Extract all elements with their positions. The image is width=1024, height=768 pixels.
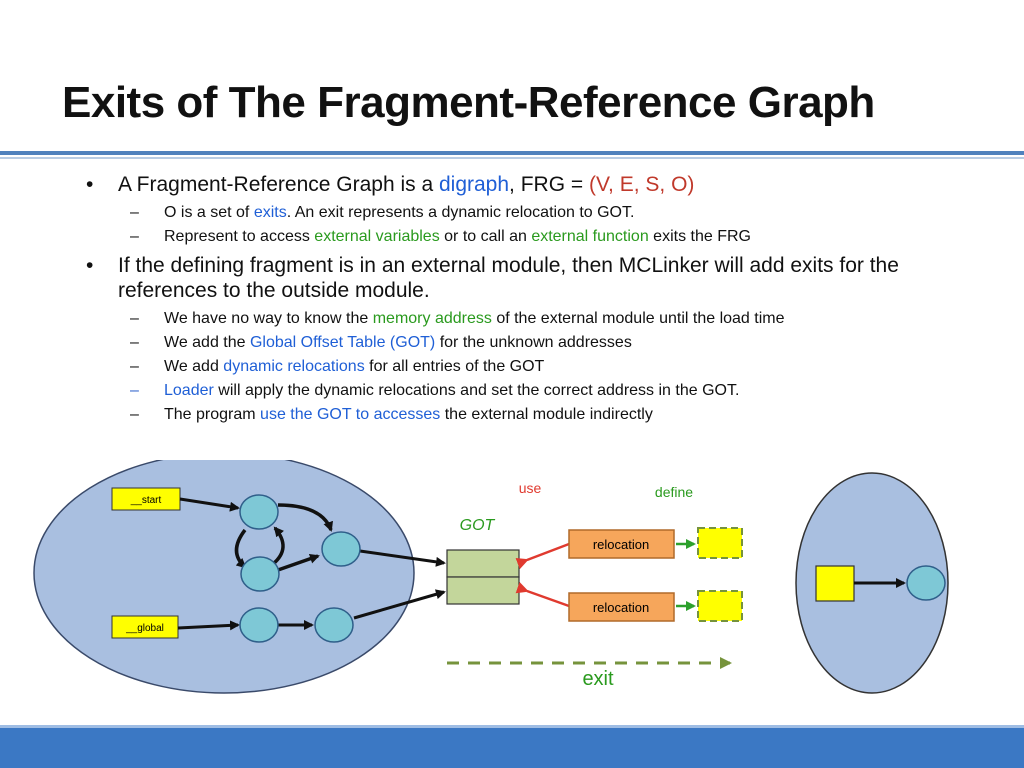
fragment-node <box>239 494 279 530</box>
frg-diagram: __start __global GOT use define relocati… <box>33 460 949 694</box>
sub-bullet-dynamic-relocations: We add dynamic relocations for all entri… <box>86 355 986 379</box>
use-arrow-2 <box>515 581 570 608</box>
global-symbol-label: __global <box>125 623 164 634</box>
edge-to-got-bottom <box>353 589 446 620</box>
edge-start-to-node <box>179 497 240 512</box>
term-got: Global Offset Table (GOT) <box>249 334 436 351</box>
term-external-function: external function <box>531 228 649 245</box>
term-dynamic-relocations: dynamic relocations <box>223 358 365 375</box>
slide-title: Exits of The Fragment-Reference Graph <box>62 78 875 127</box>
term-loader: Loader <box>164 382 214 399</box>
external-symbol-placeholder-2 <box>697 590 743 622</box>
use-arrow-1 <box>515 542 570 570</box>
sub-bullet-got: We add the Global Offset Table (GOT) for… <box>86 331 986 355</box>
edge-cycle-right <box>271 526 285 566</box>
bullet-frg-definition: A Fragment-Reference Graph is a digraph,… <box>86 172 986 197</box>
term-exits: exits <box>253 204 287 221</box>
bullet-external-module: If the defining fragment is in an extern… <box>86 253 986 303</box>
sub-bullet-memory-address: We have no way to know the memory addres… <box>86 307 986 331</box>
sub-bullet-use-got: The program use the GOT to accesses the … <box>86 403 986 427</box>
edge-global-to-node <box>177 620 240 631</box>
relocation-label-1: relocation <box>593 537 649 552</box>
term-frg-tuple: (V, E, S, O) <box>588 173 695 196</box>
relocation-box-2 <box>568 592 675 622</box>
fragment-node <box>239 607 279 643</box>
title-rule-secondary <box>0 157 1024 159</box>
relocation-box-1 <box>568 529 675 559</box>
term-digraph: digraph <box>438 173 510 196</box>
edge-to-got-top <box>359 549 446 567</box>
fragment-node <box>314 607 354 643</box>
external-symbol-box <box>815 565 855 602</box>
define-label: define <box>655 484 693 500</box>
title-rule <box>0 151 1024 155</box>
relocation-label-2: relocation <box>593 600 649 615</box>
sub-bullet-external-access: Represent to access external variables o… <box>86 225 986 249</box>
got-entry-1 <box>446 549 520 578</box>
edge-cycle-left <box>234 528 247 569</box>
term-use-got: use the GOT to accesses <box>260 406 441 423</box>
start-symbol-label: __start <box>130 495 162 506</box>
local-module <box>33 460 415 694</box>
edge-node-to-node <box>277 503 333 532</box>
fragment-node <box>321 531 361 567</box>
use-label: use <box>519 480 542 496</box>
fragment-node <box>240 556 280 592</box>
term-external-variables: external variables <box>314 228 440 245</box>
footer-accent-line <box>0 725 1024 728</box>
edge-lower-to-right <box>277 553 320 572</box>
external-fragment-node <box>906 565 946 601</box>
sub-bullet-loader: Loader will apply the dynamic relocation… <box>86 379 986 403</box>
got-label: GOT <box>460 517 496 534</box>
sub-bullet-exits-set: O is a set of exits. An exit represents … <box>86 201 986 225</box>
term-memory-address: memory address <box>372 310 492 327</box>
footer-bar <box>0 728 1024 768</box>
bullet-list: A Fragment-Reference Graph is a digraph,… <box>86 172 986 427</box>
exit-label: exit <box>582 668 614 690</box>
got-entry-2 <box>446 576 520 605</box>
external-symbol-placeholder-1 <box>697 527 743 559</box>
